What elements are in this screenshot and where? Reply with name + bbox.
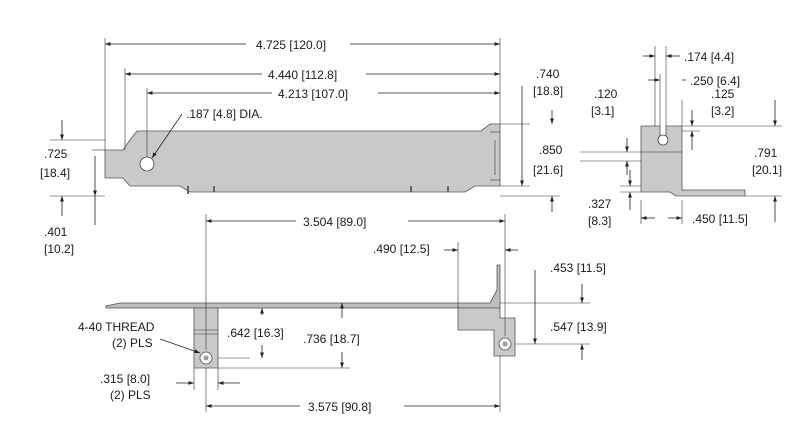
thread-note-line-1: 4-40 THREAD xyxy=(78,320,155,334)
dim-edge-thk-mm: [3.2] xyxy=(711,104,734,118)
dim-right-height-1: .453 [11.5] xyxy=(550,261,606,275)
main-bracket-view: 4.725 [120.0] 4.440 [112.8] 4.213 [107.0… xyxy=(40,38,563,256)
dim-hole-dia: .187 [4.8] DIA. xyxy=(186,107,263,121)
dim-boss-width-pls: (2) PLS xyxy=(110,388,151,402)
dim-slot-top-mm: [3.1] xyxy=(591,104,614,118)
dim-side-height-mm: [20.1] xyxy=(752,163,782,177)
main-bracket-body xyxy=(104,123,501,193)
top-view-strip xyxy=(105,264,501,309)
dim-end-height-mm: [21.6] xyxy=(533,163,563,177)
end-view-body xyxy=(640,125,746,197)
dim-flange-len: .450 [11.5] xyxy=(692,212,748,226)
dim-tab-height: .725 xyxy=(44,147,68,161)
top-view: 3.504 [89.0] .490 [12.5] .453 [11.5] .54… xyxy=(78,214,607,414)
dim-tab-height-mm: [18.4] xyxy=(40,166,70,180)
thread-note-line-2: (2) PLS xyxy=(112,336,153,350)
dim-bracket-height: .740 xyxy=(536,67,560,81)
dim-flange-height-mm: [8.3] xyxy=(588,214,611,228)
dim-bottom-offset-mm: [10.2] xyxy=(44,242,74,256)
dim-side-height: .791 xyxy=(754,146,778,160)
dim-right-height-2: .547 [13.9] xyxy=(550,320,607,334)
dim-edge-thk: .125 xyxy=(711,87,735,101)
dim-boss-height-1: .642 [16.3] xyxy=(227,326,284,340)
dim-bracket-height-mm: [18.8] xyxy=(533,84,563,98)
dim-flange-height: .327 xyxy=(588,197,612,211)
dim-boss-width: .315 [8.0] xyxy=(100,372,150,386)
mounting-hole xyxy=(139,156,155,172)
dim-bottom-length: 3.575 [90.8] xyxy=(308,400,371,414)
dim-right-offset: .490 [12.5] xyxy=(373,242,430,256)
dim-thread-spacing: 3.504 [89.0] xyxy=(303,215,366,229)
dim-slot-top: .120 xyxy=(594,87,618,101)
dim-boss-height-2: .736 [18.7] xyxy=(303,332,360,346)
dim-bottom-offset: .401 xyxy=(44,225,68,239)
dim-length-2: 4.440 [112.8] xyxy=(268,68,337,82)
dim-end-height: .850 xyxy=(539,143,563,157)
end-view: .174 [4.4] .250 [6.4] .120 [3.1] .125 [3… xyxy=(580,46,782,228)
dim-slot-width: .174 [4.4] xyxy=(684,50,734,64)
dim-slot-depth: .250 [6.4] xyxy=(690,74,740,88)
dim-length-3: 4.213 [107.0] xyxy=(278,87,348,101)
dim-overall-length: 4.725 [120.0] xyxy=(256,38,326,52)
